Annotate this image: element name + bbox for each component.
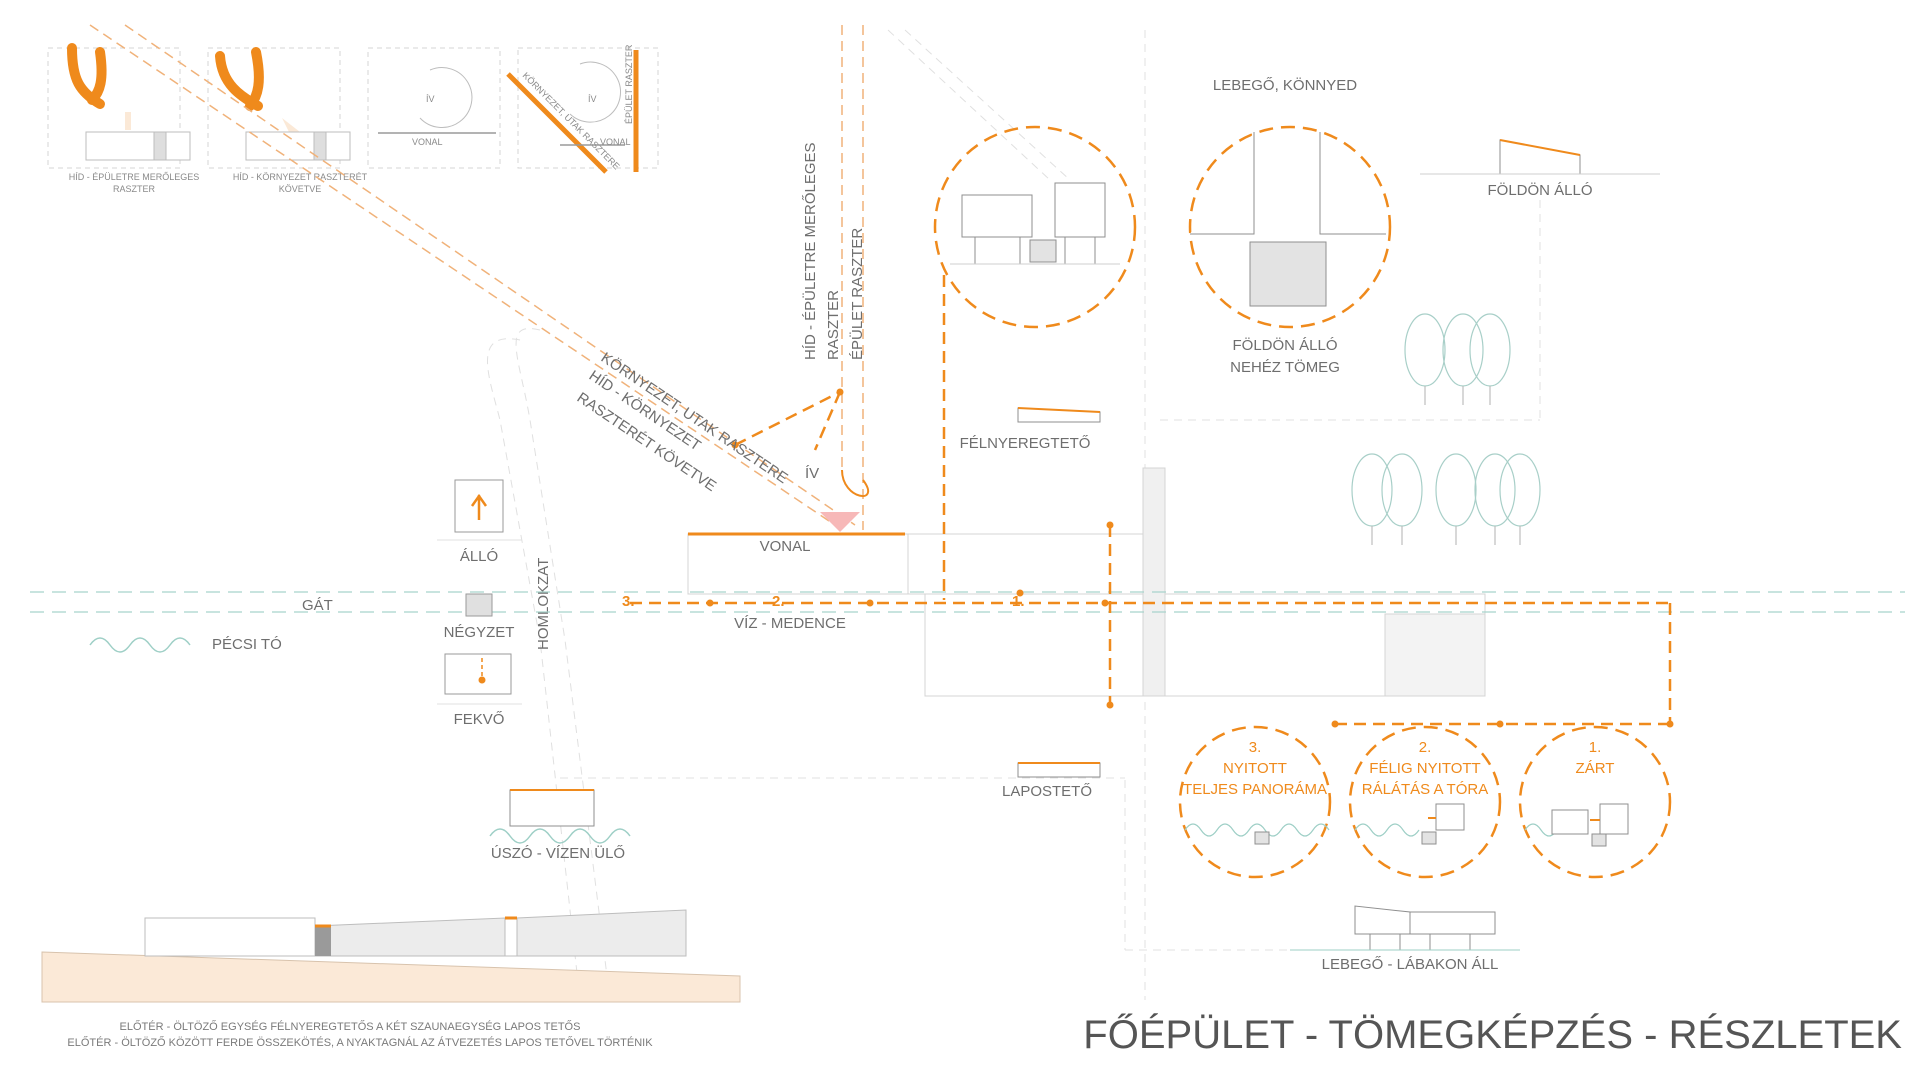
water-number-2: 2.: [772, 593, 785, 610]
legend-square: NÉGYZET: [444, 624, 515, 641]
openness-label-1: NYITOTT: [1223, 760, 1287, 777]
orange-dashed-link-2: [813, 391, 842, 451]
heavy-ground-circle: [1188, 125, 1392, 329]
axis-label-building-grid: ÉPÜLET RASZTER: [848, 228, 866, 360]
half-gable-roof-icon: [1017, 407, 1101, 423]
heavy-label-2: NEHÉZ TÖMEG: [1230, 358, 1340, 376]
axis-label-bridge-perpendicular: HÍD - ÉPÜLETRE MERŐLEGES: [801, 142, 819, 360]
lake-wave-icon: [89, 637, 191, 653]
arc-path: [841, 469, 870, 497]
building-plan: [687, 467, 1486, 697]
section-drawing: [41, 909, 741, 1003]
thumbnail-1-drawing: [67, 43, 191, 161]
thumbnail-2-drawing: [215, 47, 351, 161]
openness-number: 1.: [1589, 739, 1602, 756]
flat-roof-label: LAPOSTETŐ: [1002, 783, 1092, 800]
water-pool-label: VÍZ - MEDENCE: [734, 615, 846, 632]
line-label: VONAL: [760, 538, 811, 555]
thumbnail-4-iv: ÍV: [588, 94, 597, 104]
environment-grid-diagonals: [89, 24, 856, 526]
node-dot: [836, 388, 844, 396]
thumbnail-1-label: HÍD - ÉPÜLETRE MERŐLEGES: [69, 172, 200, 182]
legend-standing: ÁLLÓ: [460, 548, 498, 565]
ground-standing-label: FÖLDÖN ÁLLÓ: [1487, 181, 1592, 199]
thumbnail-2-label-2: KÖVETVE: [279, 184, 322, 194]
openness-label-1: FÉLIG NYITOTT: [1369, 760, 1480, 777]
openness-number: 2.: [1419, 739, 1432, 756]
floating-on-legs-icon: [1290, 905, 1520, 951]
arc-label: ÍV: [805, 465, 819, 482]
floating-on-water-icon: [489, 789, 631, 844]
legend-shapes: [437, 479, 522, 705]
bridge-marker-triangle: [820, 512, 860, 532]
openness-label-1: ZÁRT: [1576, 760, 1615, 777]
flat-roof-icon: [1017, 762, 1101, 778]
openness-number: 3.: [1249, 739, 1262, 756]
thumbnail-3-label: VONAL: [412, 137, 443, 147]
openness-circles: [1178, 725, 1672, 879]
dam-lines: [30, 591, 1905, 613]
light-floating-circle: [933, 125, 1137, 329]
thumbnail-4-label: VONAL: [600, 137, 631, 147]
orange-dashed-link: [734, 390, 841, 447]
legend-lying: FEKVŐ: [454, 711, 505, 728]
heavy-label-1: FÖLDÖN ÁLLÓ: [1232, 336, 1337, 354]
floating-on-legs-label: LEBEGŐ - LÁBAKON ÁLL: [1322, 956, 1499, 973]
floating-light-label: LEBEGŐ, KÖNNYED: [1213, 76, 1357, 94]
thumbnail-4-drawing: [506, 50, 639, 174]
thumbnail-panels: [47, 47, 659, 169]
openness-label-2: RÁLÁTÁS A TÓRA: [1362, 781, 1488, 798]
context-grid-lines: [487, 29, 1541, 1001]
route-dots: [706, 521, 1674, 728]
thumbnail-3-drawing: [378, 67, 496, 134]
tree-icons: [1351, 313, 1541, 545]
thumbnail-4-vert-label: ÉPÜLET RASZTER: [624, 44, 634, 124]
water-route: [630, 275, 1672, 726]
half-gable-roof-label: FÉLNYEREGTETŐ: [960, 435, 1091, 452]
thumbnail-2-label: HÍD - KÖRNYEZET RASZTERÉT: [233, 172, 368, 182]
floating-on-water-label: ÚSZÓ - VÍZEN ÜLŐ: [491, 844, 625, 862]
dam-label: GÁT: [302, 597, 333, 614]
node-dot: [731, 441, 739, 449]
building-grid-verticals: [841, 25, 864, 530]
openness-label-2: TELJES PANORÁMA: [1183, 781, 1327, 798]
thumbnail-3-iv: ÍV: [426, 94, 435, 104]
note-line-1: ELŐTÉR - ÖLTÖZŐ EGYSÉG FÉLNYEREGTETŐS A …: [120, 1019, 581, 1033]
note-line-2: ELŐTÉR - ÖLTÖZŐ KÖZÖTT FERDE ÖSSZEKÖTÉS,…: [67, 1035, 653, 1049]
water-number-3: 3.: [622, 593, 635, 610]
water-number-1: 1.: [1012, 593, 1025, 610]
axis-label-raszter: RASZTER: [825, 290, 842, 360]
thumbnail-1-label-2: RASZTER: [113, 184, 156, 194]
lake-label: PÉCSI TÓ: [212, 636, 282, 653]
page-title: FŐÉPÜLET - TÖMEGKÉPZÉS - RÉSZLETEK: [1083, 1012, 1902, 1057]
ground-standing-icon: [1420, 139, 1660, 175]
thumbnail-4-diag-label: KÖRNYEZET, UTAK RASZTERE: [521, 70, 622, 171]
facade-label: HOMLOKZAT: [535, 558, 552, 650]
